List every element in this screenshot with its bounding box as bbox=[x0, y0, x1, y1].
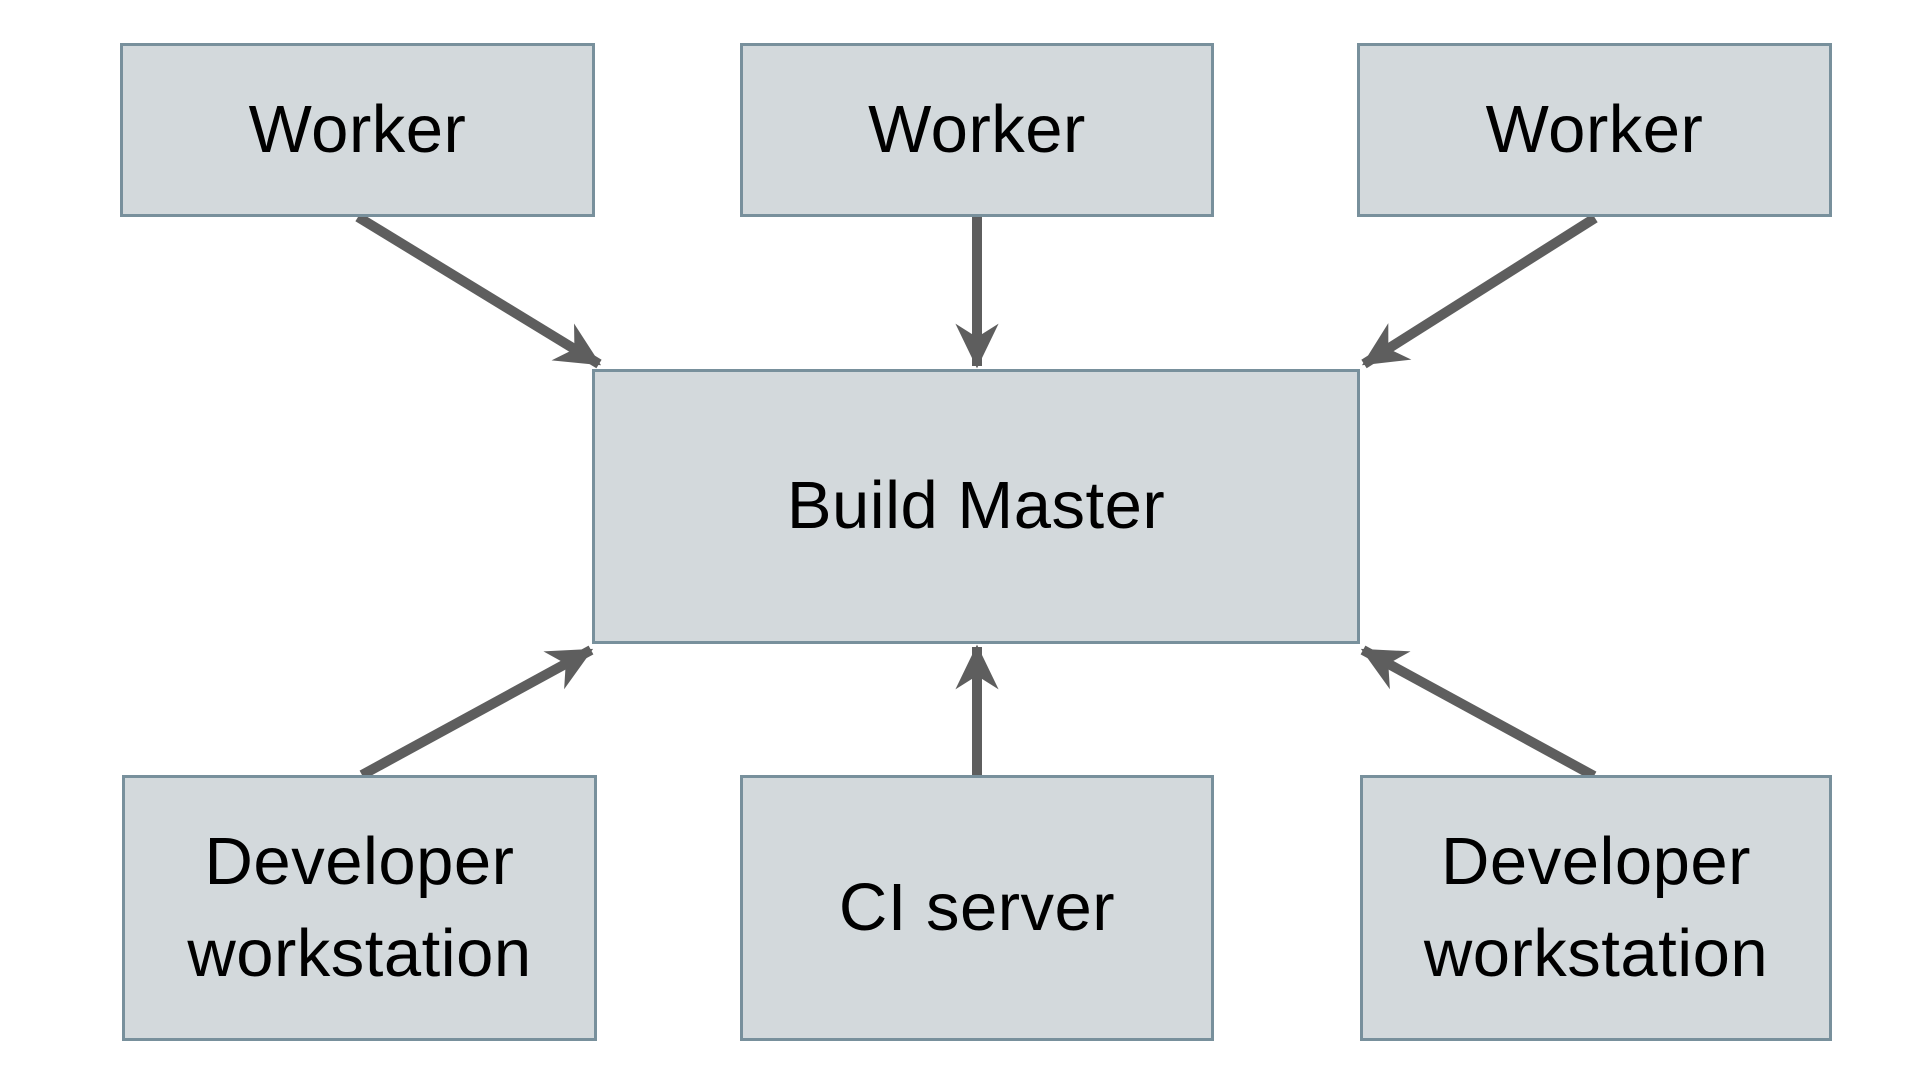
arrow-dev-workstation-2-to-build-master bbox=[1360, 645, 1597, 781]
node-worker-1-label: Worker bbox=[248, 91, 467, 167]
node-developer-workstation-left-label: Developer workstation bbox=[187, 823, 532, 991]
arrow-worker-1-to-build-master bbox=[355, 212, 602, 369]
node-developer-workstation-right-label: Developer workstation bbox=[1423, 823, 1769, 991]
arrow-dev-workstation-1-to-build-master bbox=[359, 645, 594, 780]
node-developer-workstation-left: Developer workstation bbox=[122, 775, 597, 1041]
node-worker-2-label: Worker bbox=[868, 91, 1086, 167]
node-build-master: Build Master bbox=[592, 369, 1360, 644]
node-developer-workstation-right: Developer workstation bbox=[1360, 775, 1832, 1041]
node-worker-3: Worker bbox=[1357, 43, 1832, 217]
node-worker-3-label: Worker bbox=[1485, 91, 1704, 167]
node-build-master-label: Build Master bbox=[786, 468, 1166, 544]
node-worker-1: Worker bbox=[120, 43, 595, 217]
node-ci-server: CI server bbox=[740, 775, 1214, 1041]
arrow-worker-3-to-build-master bbox=[1361, 213, 1598, 369]
node-ci-server-label: CI server bbox=[838, 869, 1116, 945]
node-worker-2: Worker bbox=[740, 43, 1214, 217]
